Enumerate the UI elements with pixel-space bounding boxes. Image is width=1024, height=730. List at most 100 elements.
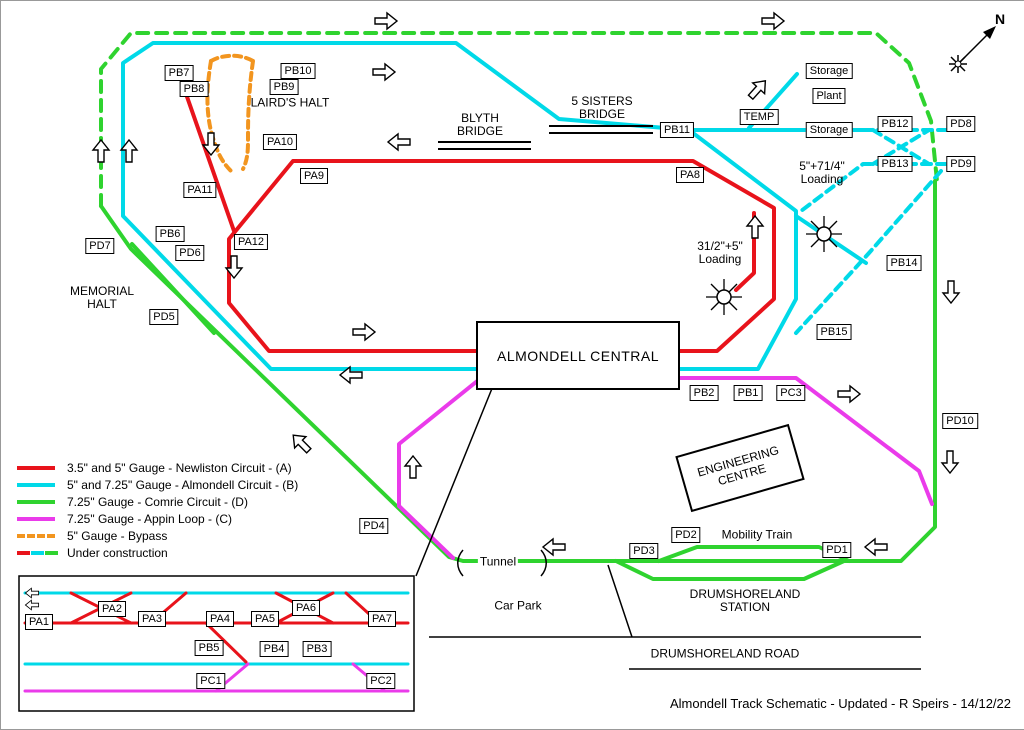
text-label-line: Tunnel: [479, 554, 517, 569]
legend-item: 5" Gauge - Bypass: [17, 527, 298, 544]
legend-swatch: [17, 533, 55, 538]
point-label-PC1: PC1: [196, 673, 226, 689]
direction-arrow-icon: [747, 79, 767, 101]
legend: 3.5" and 5" Gauge - Newliston Circuit - …: [17, 459, 298, 561]
legend-swatch: [17, 482, 55, 487]
point-label-PA3: PA3: [138, 611, 166, 627]
point-label-PB2: PB2: [689, 385, 719, 401]
direction-arrow-icon: [745, 214, 765, 239]
direction-arrow-icon: [201, 132, 221, 157]
text-label-tunnel: Tunnel: [477, 554, 519, 569]
tunnel-portal-east: [540, 549, 547, 577]
legend-item: 7.25" Gauge - Comrie Circuit - (D): [17, 493, 298, 510]
point-label-PB8: PB8: [179, 81, 209, 97]
direction-arrow-icon: [863, 537, 888, 557]
point-label-PB15: PB15: [816, 324, 852, 340]
point-label-PD3: PD3: [629, 543, 659, 559]
point-label-PD6: PD6: [175, 245, 205, 261]
point-label-PB7: PB7: [164, 65, 194, 81]
point-label-PA1: PA1: [25, 614, 53, 630]
loading-point-icon: [706, 279, 742, 315]
almondell-central-station: ALMONDELL CENTRAL: [476, 321, 680, 390]
point-label-PA12: PA12: [233, 234, 269, 250]
schematic-title: Almondell Track Schematic - Updated - R …: [669, 696, 1011, 711]
text-label-line: Mobility Train: [721, 527, 793, 542]
legend-rows: 3.5" and 5" Gauge - Newliston Circuit - …: [17, 459, 298, 561]
text-label-loading-5-71-4: 5"+71/4"Loading: [799, 160, 845, 186]
point-label-PB11: PB11: [659, 122, 695, 138]
legend-label: 5" Gauge - Bypass: [67, 528, 168, 543]
legend-swatch: [45, 550, 58, 555]
text-label-drumshoreland-road: DRUMSHORELAND ROAD: [650, 646, 800, 661]
point-label-TEMP: TEMP: [739, 109, 779, 125]
track-bypass-east: [241, 59, 255, 171]
point-label-storage-2: Storage: [805, 122, 853, 138]
point-label-PB1: PB1: [733, 385, 763, 401]
point-label-PA2: PA2: [98, 601, 126, 617]
track-newliston-loop: [227, 159, 776, 353]
inset-connector-line: [415, 385, 494, 577]
direction-arrow-icon: [24, 587, 40, 599]
track-under-construction-cyan-pd9: [799, 162, 948, 213]
direction-arrow-icon: [761, 11, 786, 31]
text-label-line: MEMORIAL: [69, 284, 135, 298]
track-almondell-loading-spur: [794, 214, 868, 265]
legend-label: 7.25" Gauge - Appin Loop - (C): [67, 511, 233, 526]
track-newliston-lairds-branch: [183, 89, 236, 233]
point-label-PA10: PA10: [262, 134, 298, 150]
text-label-lairds-halt: LAIRD'S HALT: [250, 95, 330, 110]
direction-arrow-icon: [352, 322, 377, 342]
point-label-PD8: PD8: [946, 116, 976, 132]
point-label-PC3: PC3: [776, 385, 806, 401]
point-label-PA6: PA6: [292, 600, 320, 616]
point-label-PC2: PC2: [366, 673, 396, 689]
direction-arrow-icon: [837, 384, 862, 404]
compass-north-label: N: [995, 11, 1006, 27]
legend-item: 3.5" and 5" Gauge - Newliston Circuit - …: [17, 459, 298, 476]
track-comrie-station-loop: [614, 559, 846, 581]
inset-track-red-link: [204, 621, 248, 664]
legend-swatch: [17, 550, 30, 555]
legend-swatch: [17, 465, 55, 470]
point-label-PB10: PB10: [280, 63, 316, 79]
point-label-PB5: PB5: [194, 640, 224, 656]
legend-swatch-group: [17, 533, 61, 538]
text-label-line: BRIDGE: [456, 124, 504, 138]
point-label-plant: Plant: [812, 88, 846, 104]
point-label-PA4: PA4: [206, 611, 234, 627]
loading-point-icon: [806, 216, 842, 252]
legend-item: 7.25" Gauge - Appin Loop - (C): [17, 510, 298, 527]
legend-swatch: [31, 550, 44, 555]
direction-arrow-icon: [386, 132, 411, 152]
legend-swatch: [17, 499, 55, 504]
track-comrie-memorial-siding: [130, 242, 216, 335]
track-bypass-top: [209, 53, 255, 63]
point-label-PB9: PB9: [269, 79, 299, 95]
text-label-line: 31/2"+5": [697, 239, 743, 253]
compass-icon: [949, 26, 996, 73]
track-comrie-main: [99, 179, 937, 563]
text-label-line: DRUMSHORELAND ROAD: [650, 646, 800, 661]
point-label-PA8: PA8: [676, 167, 704, 183]
track-under-construction-cyan-east: [794, 169, 943, 335]
direction-arrow-icon: [224, 255, 244, 280]
point-label-PB3: PB3: [302, 641, 332, 657]
direction-arrow-icon: [338, 365, 363, 385]
text-label-line: DRUMSHORELAND: [689, 587, 801, 601]
legend-label: Under construction: [67, 545, 168, 560]
text-label-line: Loading: [800, 172, 844, 186]
point-label-PA7: PA7: [368, 611, 396, 627]
text-label-line: 5 SISTERS: [571, 94, 633, 108]
text-label-line: BRIDGE: [578, 107, 626, 121]
text-label-car-park: Car Park: [494, 598, 542, 613]
point-label-PB6: PB6: [155, 226, 185, 242]
text-label-line: Car Park: [494, 598, 542, 613]
legend-item: 5" and 7.25" Gauge - Almondell Circuit -…: [17, 476, 298, 493]
point-label-PD9: PD9: [946, 156, 976, 172]
text-label-line: LAIRD'S HALT: [250, 95, 330, 110]
text-label-line: 5"+71/4": [799, 159, 845, 173]
point-label-PB14: PB14: [886, 255, 922, 271]
direction-arrow-icon: [403, 454, 423, 479]
